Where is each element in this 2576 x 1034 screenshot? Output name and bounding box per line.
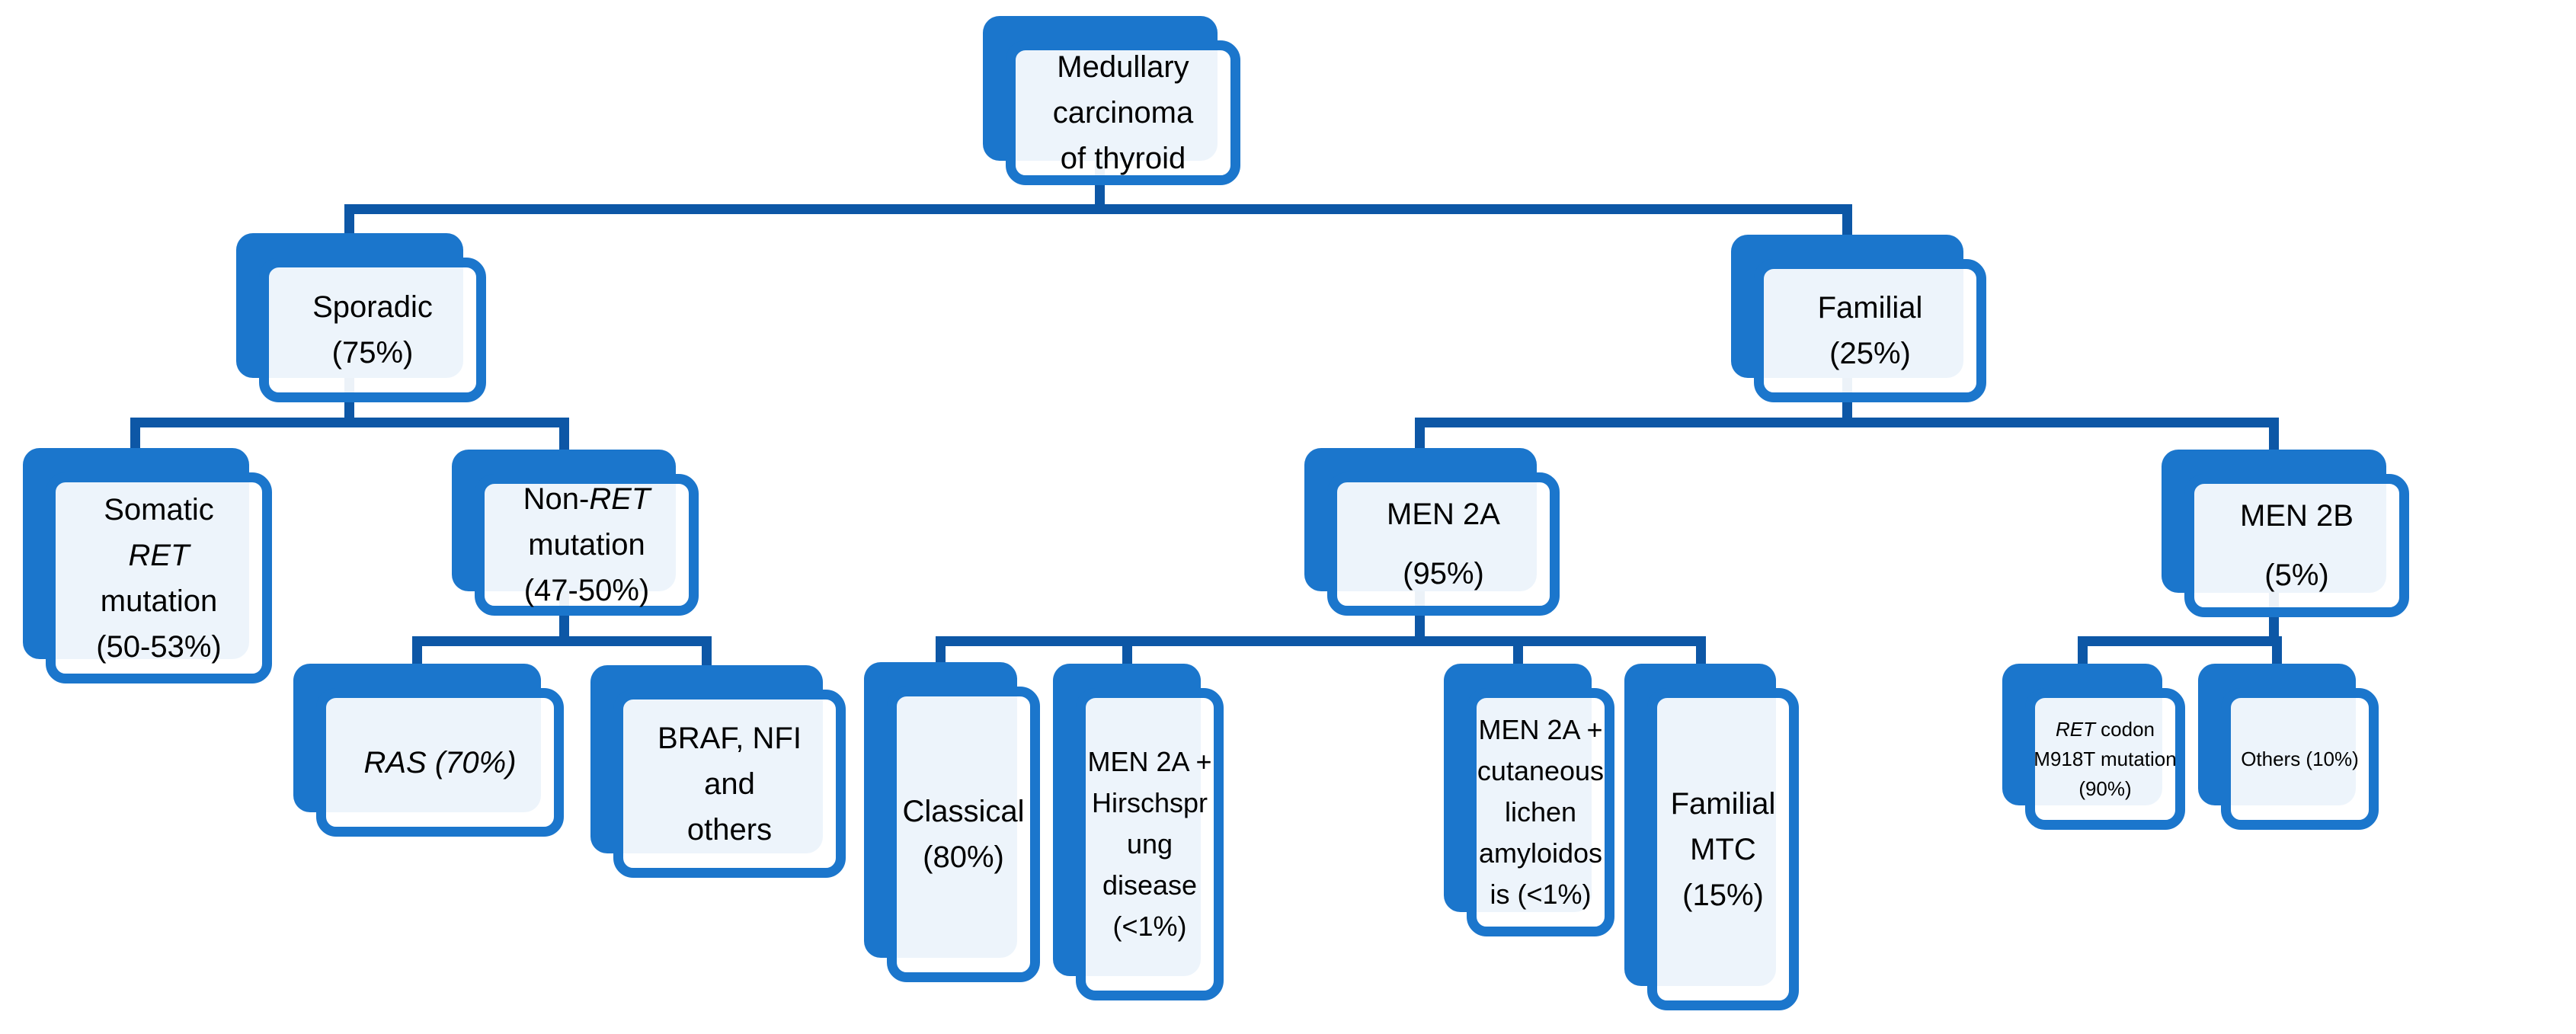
connector-braf-up <box>702 636 712 667</box>
node-familial: Familial(25%) <box>1731 235 1986 402</box>
node-label: MEN 2B(5%) <box>2240 499 2354 592</box>
connector-men2b-up <box>2269 418 2279 450</box>
connector-familial-up <box>1842 204 1852 236</box>
node-men-2a: MEN 2A(95%) <box>1304 448 1560 616</box>
node-panel: Familial(25%) <box>1754 259 1986 402</box>
node-sporadic: Sporadic(75%) <box>236 233 486 402</box>
connector-men2a-kids-h <box>936 636 1706 646</box>
connector-sporadic-kids-h <box>130 418 569 427</box>
node-men-2b: MEN 2B(5%) <box>2162 450 2409 617</box>
connector-familial-kids-h <box>1415 418 2279 427</box>
node-others: Others (10%) <box>2198 664 2379 830</box>
connector-men2a-up <box>1415 418 1425 449</box>
node-label: Sporadic(75%) <box>312 290 433 370</box>
connector-level1-h <box>344 204 1852 214</box>
node-label: Familial(25%) <box>1817 291 1923 370</box>
connector-fmtc-up <box>1696 636 1706 665</box>
connector-somatic-up <box>130 418 140 449</box>
node-label: RAS (70%) <box>363 745 517 780</box>
node-panel: Others (10%) <box>2221 688 2379 830</box>
connector-nonret-kids-h <box>412 636 712 646</box>
node-ras: RAS (70%) <box>293 664 564 837</box>
connector-classical-up <box>936 636 946 665</box>
connector-men2b-kids-h <box>2078 636 2282 646</box>
node-label: Others (10%) <box>2241 747 2359 770</box>
connector-sporadic-up <box>344 204 354 235</box>
connector-ras-up <box>412 636 422 665</box>
node-label: MEN 2A(95%) <box>1387 498 1500 591</box>
node-panel: MEN 2B(5%) <box>2184 474 2409 617</box>
connector-others-up <box>2272 636 2282 665</box>
connector-cutaneous-up <box>1513 636 1523 665</box>
connector-retcodon-up <box>2078 636 2088 665</box>
connector-nonret-up <box>559 418 569 450</box>
node-label: Classical(80%) <box>902 795 1025 874</box>
node-classical: Classical(80%) <box>864 662 1040 982</box>
node-panel: Classical(80%) <box>887 687 1040 982</box>
node-panel: RAS (70%) <box>316 688 564 837</box>
node-panel: MEN 2A(95%) <box>1327 472 1560 616</box>
connector-hirschsprung-up <box>1122 636 1132 665</box>
node-panel: Sporadic(75%) <box>259 258 486 402</box>
